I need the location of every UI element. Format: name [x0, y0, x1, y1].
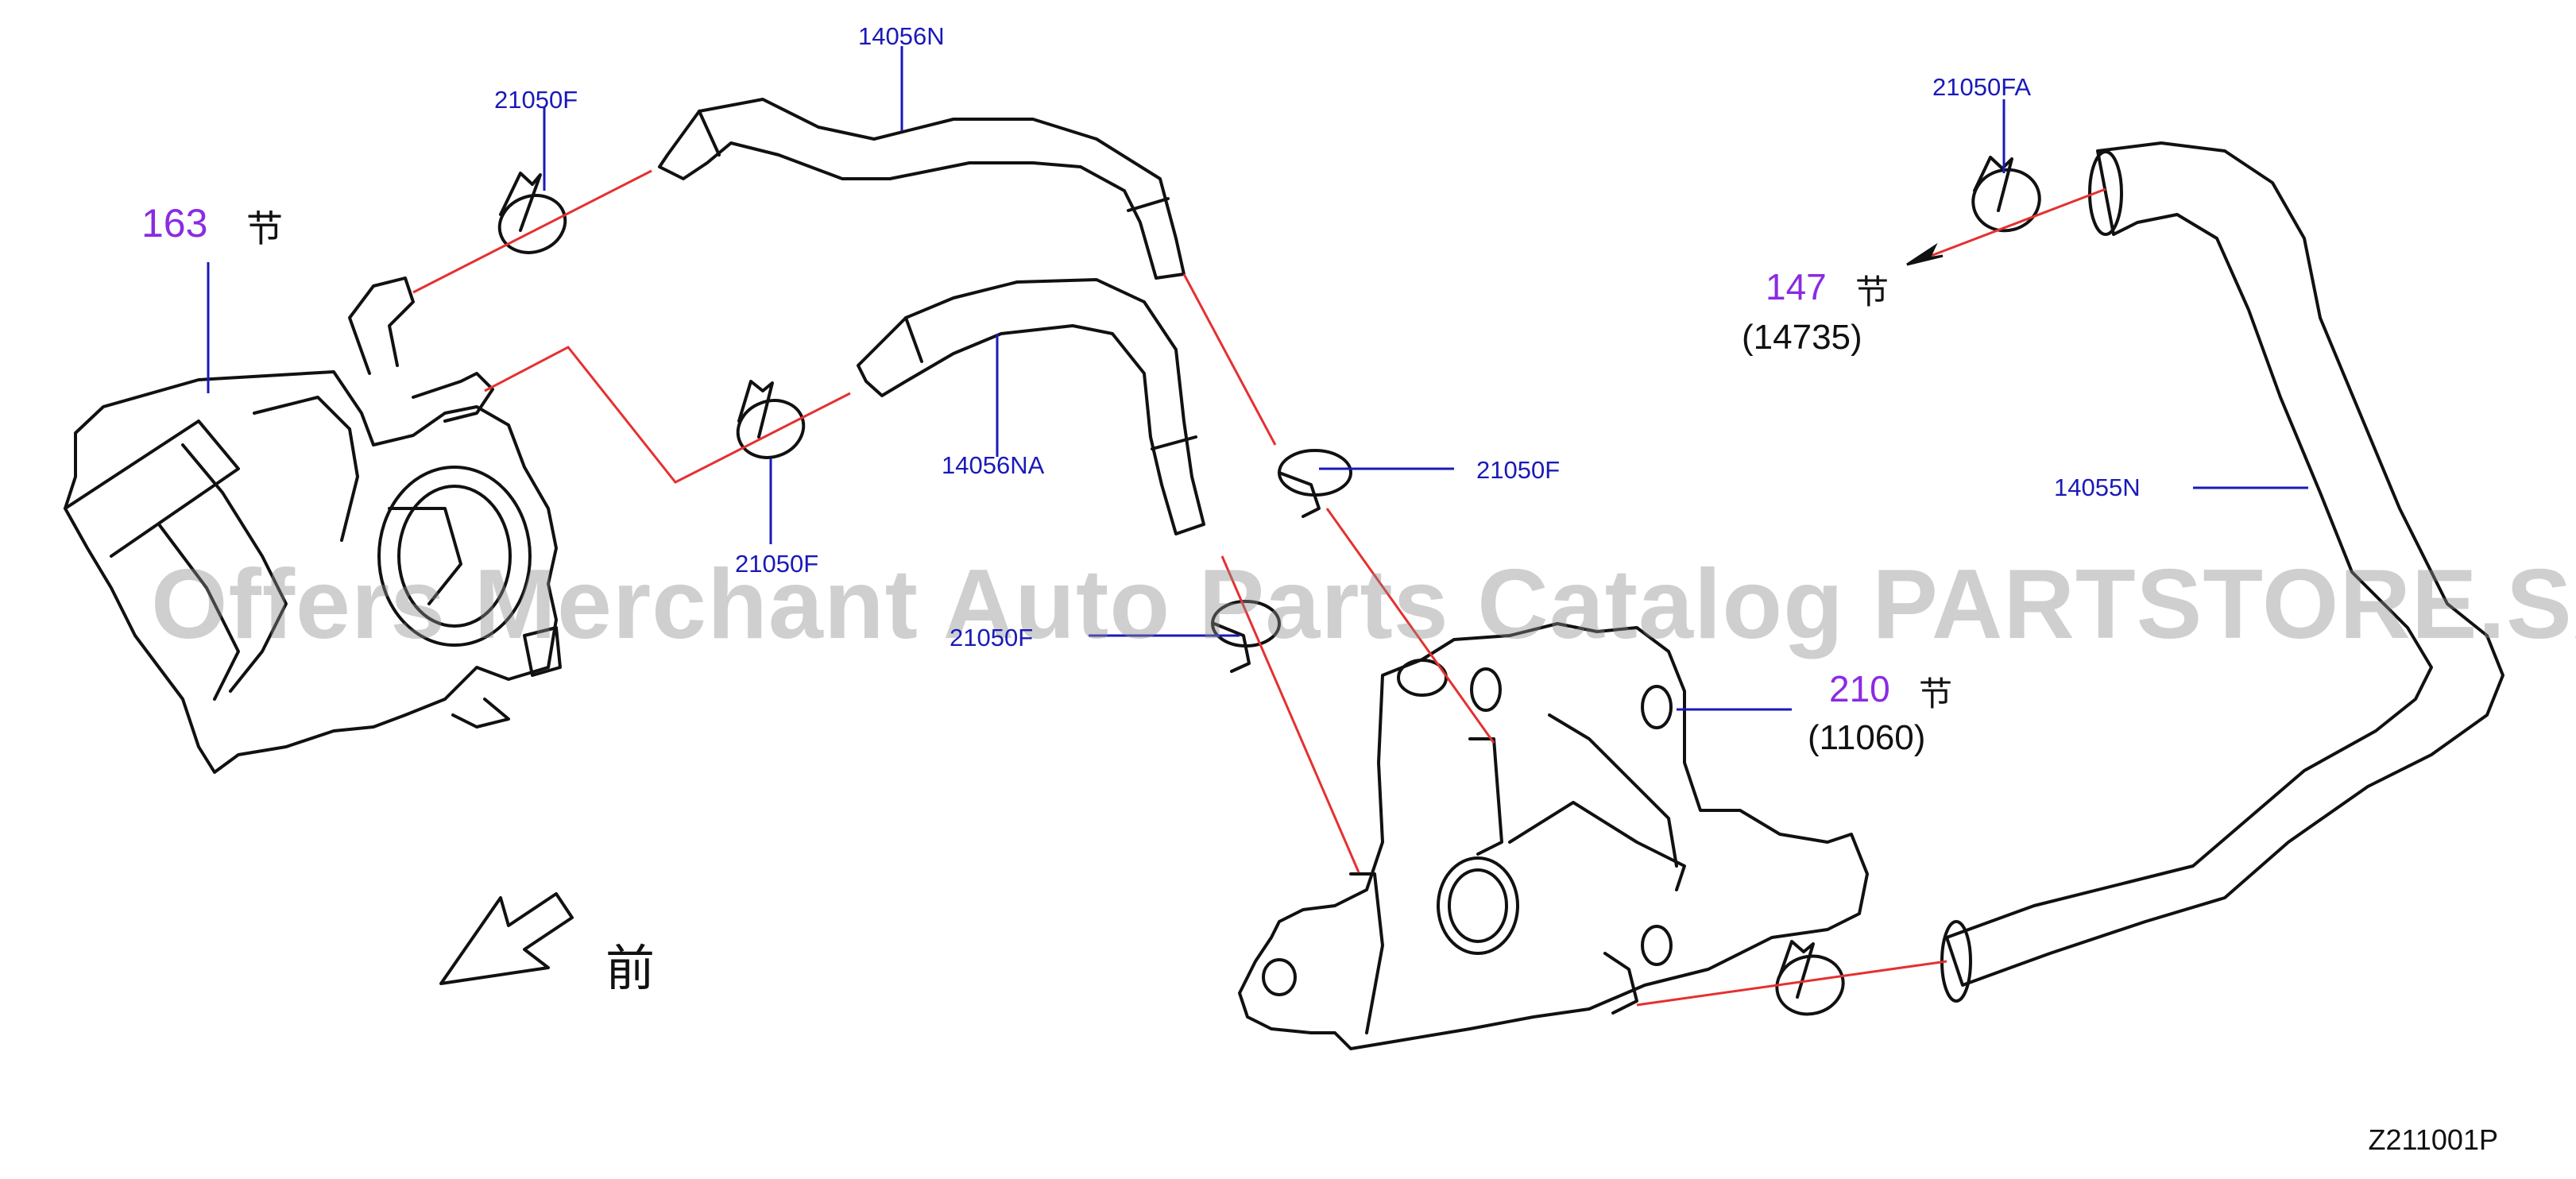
- throttle-body-part: [64, 276, 562, 774]
- section-link-163[interactable]: 163: [141, 201, 208, 245]
- clamp-part-4: [1211, 600, 1281, 673]
- hose-14056na-part: [857, 278, 1205, 535]
- section-link-210[interactable]: 210: [1829, 668, 1890, 709]
- part-label-14056na[interactable]: 14056NA: [942, 451, 1045, 479]
- leader-lines: [543, 46, 2308, 711]
- part-label-21050f[interactable]: 21050F: [494, 86, 578, 114]
- hose-14056n-part: [658, 98, 1186, 280]
- front-label: 前: [605, 939, 656, 997]
- clamp-part-1: [497, 172, 567, 254]
- part-label-21050f[interactable]: 21050F: [735, 550, 819, 578]
- part-label-21050f[interactable]: 21050F: [950, 624, 1034, 651]
- part-label-21050f[interactable]: 21050F: [1476, 456, 1561, 484]
- section-code-210: (11060): [1808, 718, 1926, 757]
- arrow-to-147-icon: [1906, 242, 1944, 266]
- clamp-part-5: [1971, 156, 2041, 233]
- section-suffix-210: 节: [1919, 675, 1953, 713]
- section-link-147[interactable]: 147: [1766, 266, 1827, 307]
- section-suffix-147: 节: [1855, 273, 1889, 311]
- part-label-21050fa[interactable]: 21050FA: [1932, 73, 2032, 101]
- diagram-code: Z211001P: [2368, 1123, 2498, 1156]
- assembly-lines: [412, 169, 2106, 1007]
- clamp-part-3: [1278, 449, 1352, 518]
- clamp-part-2: [736, 380, 806, 459]
- part-label-14056n[interactable]: 14056N: [858, 22, 945, 50]
- section-code-147: (14735): [1742, 318, 1862, 357]
- front-arrow-icon: [439, 892, 574, 985]
- watermark: Offers Merchant Auto Parts Catalog PARTS…: [151, 550, 2576, 659]
- section-suffix-163: 节: [246, 207, 283, 250]
- water-outlet-part: [1238, 622, 1869, 1050]
- part-label-14055n[interactable]: 14055N: [2054, 474, 2141, 501]
